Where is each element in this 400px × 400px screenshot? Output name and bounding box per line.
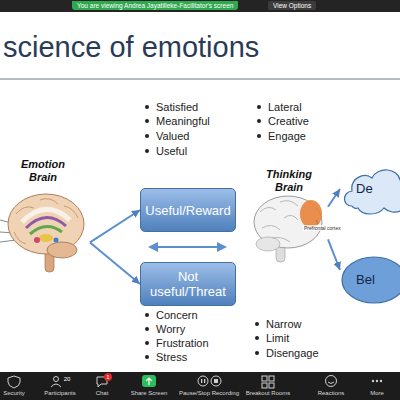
- bullet-item: Creative: [257, 115, 309, 128]
- toolbar-label: Security: [3, 389, 25, 397]
- bullet-dot: [255, 336, 259, 340]
- process-box: Useful/Reward: [140, 188, 236, 232]
- node-text: Not useful/Threat: [145, 269, 231, 299]
- brain-figure: Emotion Brain: [0, 156, 90, 276]
- bullet-item: Valued: [145, 130, 189, 143]
- bullet-item: Disengage: [255, 347, 319, 360]
- brain-figure: Thinking Brain: [250, 166, 328, 268]
- bullet-item: Satisfied: [145, 101, 198, 114]
- bullet-item: Stress: [145, 351, 187, 364]
- anatomy-label: Prefrontal cortex: [303, 225, 342, 231]
- oval-shape: Bel: [340, 255, 400, 305]
- bullet-dot: [145, 134, 149, 138]
- bullet-dot: [145, 355, 149, 359]
- bullet-text: Valued: [156, 130, 189, 142]
- figure-title: Thinking Brain: [260, 166, 318, 194]
- bullet-dot: [255, 351, 259, 355]
- connector-arrow: [90, 242, 140, 284]
- bullet-text: Disengage: [266, 347, 319, 359]
- toolbar: [0, 372, 400, 400]
- toolbar-label: Share Screen: [131, 389, 168, 397]
- bullet-text: Worry: [156, 323, 185, 335]
- toolbar-label: More: [370, 389, 384, 397]
- connector-arrow: [90, 210, 140, 242]
- bullet-text: Meaningful: [156, 115, 210, 127]
- node-text: Bel: [356, 272, 400, 287]
- bullet-dot: [255, 322, 259, 326]
- bullet-dot: [145, 327, 149, 331]
- bullet-text: Limit: [266, 332, 289, 344]
- bullet-text: Satisfied: [156, 101, 198, 113]
- connector-arrow: [328, 189, 340, 207]
- bullet-item: Limit: [255, 332, 289, 345]
- bullet-dot: [145, 313, 149, 317]
- title-rule: [0, 78, 400, 80]
- cloud-shape: De: [340, 162, 400, 216]
- bullet-text: Frustration: [156, 337, 209, 349]
- double-arrow: [148, 242, 227, 252]
- node-text: De: [356, 181, 400, 196]
- bullet-dot: [145, 341, 149, 345]
- top-bar: [0, 0, 400, 12]
- toolbar-label: Breakout Rooms: [246, 389, 291, 397]
- node-text: Useful/Reward: [145, 203, 230, 218]
- bullet-text: Stress: [156, 351, 187, 363]
- bullet-text: Engage: [268, 130, 306, 142]
- toolbar-label: Chat: [96, 389, 109, 397]
- bullet-item: Meaningful: [145, 115, 210, 128]
- bullet-dot: [145, 119, 149, 123]
- badge-number: 1: [106, 373, 109, 381]
- bullet-item: Narrow: [255, 318, 301, 331]
- bullet-text: Narrow: [266, 318, 301, 330]
- bullet-dot: [145, 149, 149, 153]
- bullet-dot: [257, 134, 261, 138]
- bullet-item: Engage: [257, 130, 306, 143]
- bullet-dot: [257, 119, 261, 123]
- bullet-item: Frustration: [145, 337, 209, 350]
- bullet-dot: [145, 105, 149, 109]
- bullet-item: Concern: [145, 309, 198, 322]
- bullet-item: Useful: [145, 145, 187, 158]
- badge-number: 20: [64, 375, 71, 383]
- toolbar-label: Participants: [44, 389, 75, 397]
- figure-title: Emotion Brain: [8, 156, 78, 184]
- bullet-dot: [257, 105, 261, 109]
- process-box: Not useful/Threat: [140, 262, 236, 306]
- bullet-item: Worry: [145, 323, 185, 336]
- bullet-item: Lateral: [257, 101, 302, 114]
- screen-share-banner: You are viewing Andrea Jayatilleke-Facil…: [72, 1, 238, 10]
- slide-title: science of emotions: [3, 31, 259, 64]
- bullet-text: Useful: [156, 145, 187, 157]
- connector-arrow: [328, 239, 340, 270]
- toolbar-label: Pause/Stop Recording: [179, 389, 239, 397]
- emotion-brain-illustration: [0, 194, 84, 272]
- bullet-text: Concern: [156, 309, 198, 321]
- bullet-text: Creative: [268, 115, 309, 127]
- view-options-button: View Options: [268, 1, 316, 10]
- toolbar-label: Reactions: [318, 389, 345, 397]
- bullet-text: Lateral: [268, 101, 302, 113]
